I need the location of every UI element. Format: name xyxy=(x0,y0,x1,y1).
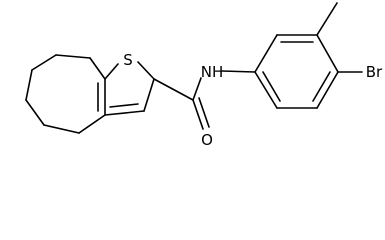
bromine-atom-label: Br xyxy=(366,63,383,81)
bond xyxy=(221,70,256,73)
bond xyxy=(104,63,119,80)
bond xyxy=(31,54,57,71)
double-bond-inner xyxy=(262,71,281,102)
benzene-ring xyxy=(254,34,339,109)
double-bond-inner xyxy=(312,71,331,102)
amide-nitrogen-label: NH xyxy=(201,63,224,81)
amide-group xyxy=(153,70,256,130)
bond xyxy=(25,99,45,126)
bond xyxy=(78,114,106,134)
bond xyxy=(137,61,155,80)
bond xyxy=(316,34,339,73)
molecule-canvas: S NH O Br xyxy=(25,2,383,149)
bond xyxy=(192,77,202,101)
bond xyxy=(104,110,145,116)
carbonyl-bond xyxy=(192,99,204,130)
sulfur-atom-label: S xyxy=(123,51,133,69)
bond xyxy=(43,124,80,134)
amide-oxygen-label: O xyxy=(201,131,213,149)
bond xyxy=(316,71,339,109)
carbonyl-bond xyxy=(198,97,210,128)
substituents xyxy=(316,2,363,73)
bond xyxy=(89,57,106,80)
cycloheptane-ring xyxy=(25,54,106,134)
structure-diagram: S NH O Br xyxy=(25,2,383,149)
thiophene-ring xyxy=(89,57,155,116)
double-bond-inner xyxy=(109,103,139,108)
bond xyxy=(254,71,278,109)
methyl-bond xyxy=(316,2,338,36)
bond xyxy=(143,78,155,112)
bond xyxy=(55,54,91,59)
bond xyxy=(153,78,194,101)
bond xyxy=(254,34,278,73)
bond xyxy=(25,69,33,101)
